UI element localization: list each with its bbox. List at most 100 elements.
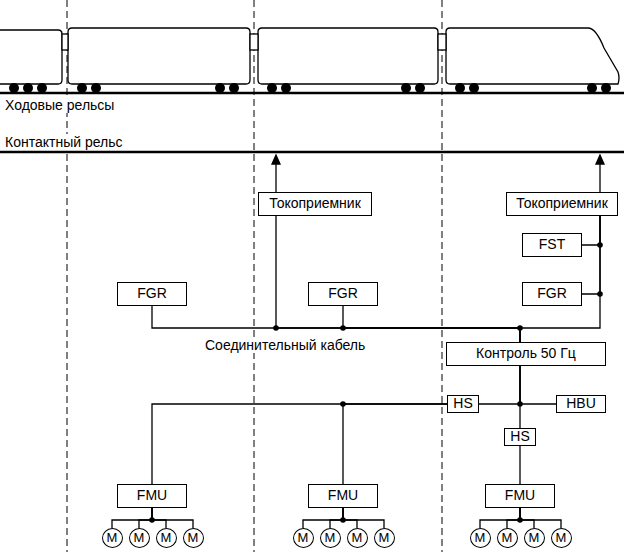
caption-label: Соединительный кабель (203, 337, 367, 353)
wire-line (152, 508, 166, 528)
wire-connector (343, 508, 384, 528)
junction-dot (597, 291, 603, 297)
wire-connector (520, 508, 534, 528)
motor-circle: M (320, 528, 341, 548)
running-rail (0, 92, 624, 95)
motor-label: M (325, 531, 336, 545)
wire-connector (520, 366, 521, 428)
unit-label: HS (510, 429, 529, 444)
motor-label: M (352, 531, 363, 545)
wire-line (520, 216, 600, 342)
car-body (0, 30, 62, 84)
motor-circle: M (102, 528, 123, 548)
junction-dot (517, 325, 523, 331)
junction-dot (273, 325, 279, 331)
motor-circle: M (293, 528, 314, 548)
junction-dot (149, 517, 155, 523)
wire-connector (520, 446, 521, 484)
car-body (258, 28, 438, 84)
contact-rail (0, 151, 624, 154)
wire-line (343, 508, 357, 528)
motor-circle: M (524, 528, 545, 548)
wire-line (343, 508, 384, 528)
unit-label: Контроль 50 Гц (476, 346, 576, 361)
caption-label: Ходовые рельсы (3, 97, 116, 113)
car-divider (254, 0, 255, 552)
unit-box: FMU (308, 484, 378, 508)
collector-lead (275, 162, 276, 192)
unit-label: FST (539, 237, 565, 252)
motor-circle: M (347, 528, 368, 548)
unit-label: HBU (566, 396, 596, 411)
motor-circle: M (497, 528, 518, 548)
wire-connector (343, 306, 520, 342)
wire-line (303, 508, 343, 528)
motor-label: M (379, 531, 390, 545)
wire-connector (582, 216, 600, 245)
motor-circle: M (374, 528, 395, 548)
motor-circle: M (551, 528, 572, 548)
wire-line (112, 508, 152, 528)
motor-label: M (475, 531, 486, 545)
wire-line (343, 404, 447, 484)
wire-connector (152, 508, 193, 528)
unit-label: Токоприемник (269, 196, 361, 211)
motor-label: M (107, 531, 118, 545)
unit-box: FGR (117, 282, 187, 306)
wire-line (480, 508, 520, 528)
unit-label: HS (453, 396, 472, 411)
unit-box: FMU (117, 484, 187, 508)
wire-line (520, 508, 561, 528)
unit-box: FGR (522, 282, 582, 306)
motor-circle: M (129, 528, 150, 548)
wire-connector (582, 216, 600, 294)
arrow-head (272, 155, 280, 164)
car-body (68, 28, 250, 84)
wire-line (479, 366, 520, 404)
wire-connector (479, 366, 520, 404)
unit-box: FGR (308, 282, 378, 306)
wire-line (343, 306, 520, 342)
junction-dot (340, 325, 346, 331)
junction-dot (340, 517, 346, 523)
motor-circle: M (470, 528, 491, 548)
wire-line (582, 216, 600, 294)
unit-label: FMU (505, 488, 535, 503)
wire-line (519, 446, 520, 484)
wire-connector (152, 508, 166, 528)
wire-connector (343, 508, 357, 528)
unit-box: Токоприемник (258, 192, 372, 216)
motor-circle: M (183, 528, 204, 548)
motor-circle: M (156, 528, 177, 548)
unit-box: FMU (485, 484, 555, 508)
motor-label: M (502, 531, 513, 545)
unit-box: HBU (556, 395, 606, 413)
gangway (62, 34, 68, 50)
unit-box: HS (504, 428, 536, 446)
unit-box: Токоприемник (506, 192, 618, 216)
junction-dot (340, 401, 346, 407)
wire-connector (480, 508, 520, 528)
collector-lead (599, 162, 600, 192)
unit-box: FST (522, 233, 582, 257)
wire-connector (276, 216, 520, 342)
wire-line (520, 508, 534, 528)
junction-dot (597, 242, 603, 248)
wire-connector (152, 404, 447, 484)
unit-box: HS (447, 395, 479, 413)
wire-line (519, 366, 520, 428)
caption-label: Контактный рельс (3, 134, 124, 150)
arrow-head (596, 155, 604, 164)
car-body (446, 28, 619, 84)
car-divider (67, 0, 68, 552)
wire-line (276, 216, 520, 342)
motor-label: M (529, 531, 540, 545)
car-divider (442, 0, 443, 552)
unit-label: FMU (137, 488, 167, 503)
gangway (250, 34, 258, 50)
motor-label: M (556, 531, 567, 545)
unit-label: FGR (137, 286, 167, 301)
unit-label: FGR (328, 286, 358, 301)
